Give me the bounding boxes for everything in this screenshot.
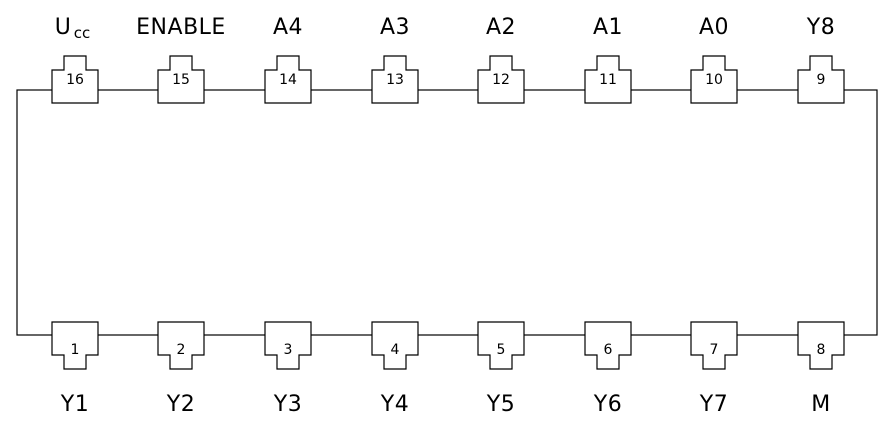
pin-7: 7 — [690, 321, 738, 370]
pin-label: A4 — [273, 15, 303, 40]
pin-number: 8 — [817, 342, 826, 358]
pin-number: 13 — [386, 72, 404, 88]
pin-number: 1 — [71, 342, 80, 358]
pin-16: 16 — [51, 55, 99, 104]
pin-label-2: Y2 — [166, 392, 195, 417]
pin-4: 4 — [371, 321, 419, 370]
pin-outline — [477, 55, 525, 104]
pin-outline — [584, 321, 632, 370]
pin-number: 4 — [391, 342, 400, 358]
pin-outline — [371, 55, 419, 104]
pin-label: A2 — [486, 15, 516, 40]
pin-label: ENABLE — [136, 15, 226, 40]
pin-10: 10 — [690, 55, 738, 104]
pin-label-10: A0 — [699, 15, 729, 40]
pin-outline — [690, 55, 738, 104]
pin-label-subscript: cc — [74, 24, 91, 42]
pin-number: 2 — [177, 342, 186, 358]
pin-label: A0 — [699, 15, 729, 40]
pin-8: 8 — [797, 321, 845, 370]
chip-body-outline — [16, 89, 878, 336]
pin-6: 6 — [584, 321, 632, 370]
pin-11: 11 — [584, 55, 632, 104]
pin-12: 12 — [477, 55, 525, 104]
pin-5: 5 — [477, 321, 525, 370]
pin-label: A1 — [593, 15, 623, 40]
pin-14: 14 — [264, 55, 312, 104]
pin-label: Y8 — [806, 15, 835, 40]
pin-number: 12 — [492, 72, 510, 88]
pin-number: 10 — [705, 72, 723, 88]
pin-number: 14 — [279, 72, 297, 88]
pin-label-11: A1 — [593, 15, 623, 40]
pin-label: U — [55, 15, 72, 40]
pin-outline — [797, 55, 845, 104]
pin-number: 7 — [710, 342, 719, 358]
pin-1: 1 — [51, 321, 99, 370]
pin-label-7: Y7 — [699, 392, 728, 417]
pin-number: 16 — [66, 72, 84, 88]
pin-outline — [51, 55, 99, 104]
pin-label-8: M — [811, 392, 830, 417]
pin-label-5: Y5 — [486, 392, 515, 417]
pin-outline — [51, 321, 99, 370]
pin-outline — [477, 321, 525, 370]
pin-outline — [690, 321, 738, 370]
pin-label-12: A2 — [486, 15, 516, 40]
pin-label-3: Y3 — [273, 392, 302, 417]
pin-number: 5 — [497, 342, 506, 358]
pin-2: 2 — [157, 321, 205, 370]
pin-label-9: Y8 — [806, 15, 835, 40]
pin-number: 11 — [599, 72, 617, 88]
pin-outline — [264, 321, 312, 370]
pin-number: 6 — [604, 342, 613, 358]
pin-number: 9 — [817, 72, 826, 88]
pin-outline — [584, 55, 632, 104]
pin-15: 15 — [157, 55, 205, 104]
pin-outline — [264, 55, 312, 104]
pin-label-14: A4 — [273, 15, 303, 40]
pin-outline — [157, 55, 205, 104]
pin-label: A3 — [380, 15, 410, 40]
pin-outline — [797, 321, 845, 370]
pin-outline — [371, 321, 419, 370]
pin-label-15: ENABLE — [136, 15, 226, 40]
pin-label-1: Y1 — [60, 392, 89, 417]
pin-9: 9 — [797, 55, 845, 104]
pin-3: 3 — [264, 321, 312, 370]
pin-label-4: Y4 — [380, 392, 409, 417]
pin-13: 13 — [371, 55, 419, 104]
pin-number: 3 — [284, 342, 293, 358]
pin-label-6: Y6 — [593, 392, 622, 417]
pin-number: 15 — [172, 72, 190, 88]
pin-label-13: A3 — [380, 15, 410, 40]
pin-outline — [157, 321, 205, 370]
